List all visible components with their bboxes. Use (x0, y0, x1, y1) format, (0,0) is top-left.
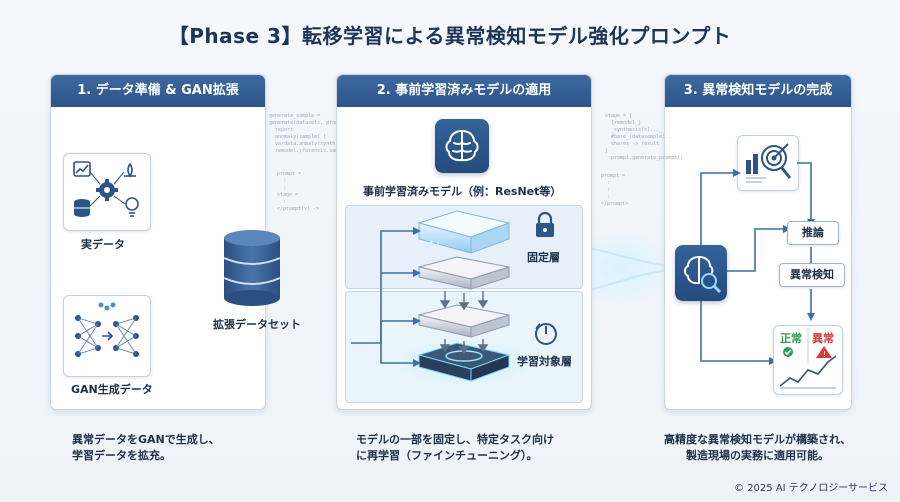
hand-icon (124, 162, 136, 178)
database-icon (74, 199, 90, 217)
trainable-layer-label: 学習対象層 (517, 355, 572, 368)
layer-stack (351, 210, 534, 387)
panel-final-model: 3. 異常検知モデルの完成 stage = [ {remodel_} _synt… (601, 74, 852, 410)
code-snippet-c: stage = [ {remodel_} _synthesis(s)..._ #… (605, 113, 684, 161)
code-snippet-d: prompt = : : : </prompt> (601, 173, 629, 207)
svg-text:!: ! (823, 350, 826, 359)
target-icon (746, 143, 792, 183)
panel-3-description-line-2: 製造現場の実務に適用可能。 (686, 449, 829, 462)
panel-2-description-line-2: に再学習（ファインチューニング）。 (356, 449, 538, 462)
result-chart: ! (779, 328, 837, 389)
normal-label: 正常 (780, 332, 802, 345)
page-title: 【Phase 3】転移学習による異常検知モデル強化プロンプト (168, 24, 732, 48)
panel-3-description: 高精度な異常検知モデルが構築され、 製造現場の実務に適用可能。 (664, 432, 851, 464)
panel-1-description: 異常データをGANで生成し、 学習データを拡充。 (72, 432, 220, 464)
real-data-icons (73, 161, 139, 217)
real-data-label: 実データ (81, 238, 125, 251)
warning-icon (816, 346, 832, 358)
gear-icon (96, 179, 118, 201)
model-label: 事前学習済みモデル（例：ResNet等） (363, 185, 562, 198)
anomaly-label: 異常 (812, 332, 834, 345)
final-flow-lines (700, 162, 815, 365)
panel-1-header: 1. データ準備 & GAN拡張 (51, 75, 265, 107)
real-data-card (63, 153, 151, 231)
chart-icon (73, 161, 91, 177)
panel-2-description: モデルの一部を固定し、特定タスク向け に再学習（ファインチューニング）。 (356, 432, 554, 464)
inference-box: 推論 (787, 221, 839, 245)
copyright-footer: © 2025 AI テクノロジーサービス (734, 483, 888, 494)
gan-data-label: GAN生成データ (71, 383, 153, 396)
panel-3-description-line-1: 高精度な異常検知モデルが構築され、 (664, 433, 852, 446)
brain-search-card (675, 245, 727, 301)
brain-search-icon (684, 256, 722, 294)
detection-box: 異常検知 (779, 263, 845, 287)
panel-2-header: 2. 事前学習済みモデルの適用 (337, 75, 591, 107)
panel-data-preparation: 1. データ準備 & GAN拡張 (50, 74, 353, 410)
panel-3-header: 3. 異常検知モデルの完成 (665, 75, 851, 107)
database-icon (223, 230, 281, 306)
neural-network-icon (75, 302, 139, 357)
lightbulb-icon (125, 197, 139, 217)
dataset-label: 拡張データセット (213, 318, 301, 331)
dial-icon (535, 323, 557, 345)
target-chart-card (737, 135, 799, 191)
code-snippet-b: prompt = : : stage = : </prompt(v) -> (277, 171, 320, 212)
panel-1-description-line-1: 異常データをGANで生成し、 (72, 433, 220, 446)
frozen-layer-label: 固定層 (527, 251, 560, 264)
gan-data-card (63, 295, 151, 377)
brain-card (435, 119, 489, 173)
lock-icon (536, 211, 554, 237)
brain-icon (445, 130, 479, 162)
panel-2-description-line-1: モデルの一部を固定し、特定タスク向け (356, 433, 554, 446)
panel-pretrained-model: 2. 事前学習済みモデルの適用 事前学習済みモデル（例：ResNet等） (336, 74, 592, 410)
panel-1-description-line-2: 学習データを拡充。 (72, 449, 171, 462)
result-card: 正常 異常 ! (773, 325, 843, 395)
